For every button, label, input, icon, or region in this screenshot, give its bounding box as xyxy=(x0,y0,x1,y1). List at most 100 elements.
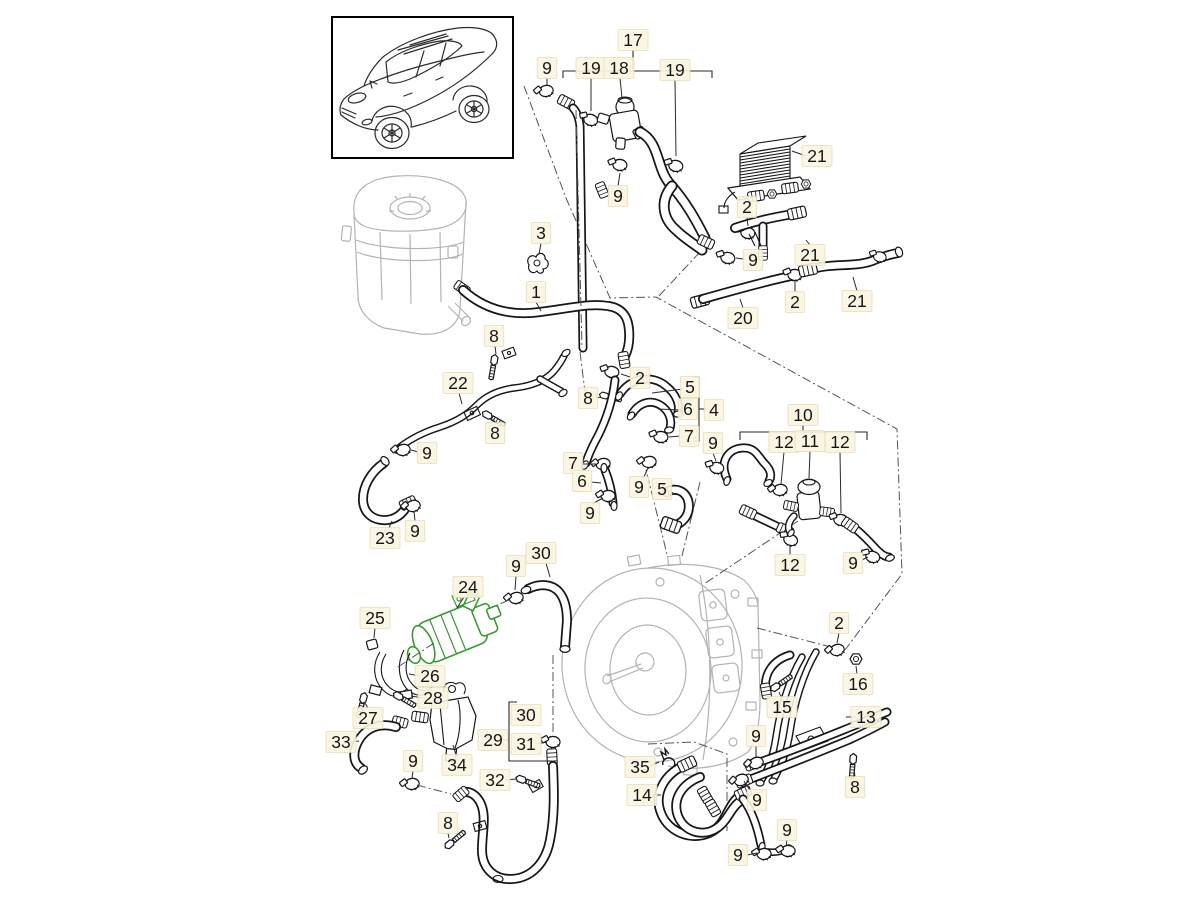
part-number-text: 21 xyxy=(847,291,866,311)
pipe-22-group xyxy=(358,348,571,526)
leader-line-2 xyxy=(836,632,840,644)
part-label-17-0[interactable]: 17 xyxy=(617,29,649,51)
part-label-15-41[interactable]: 15 xyxy=(766,696,798,718)
part-label-6-28[interactable]: 6 xyxy=(571,470,593,492)
leader-line-1 xyxy=(535,301,542,312)
label-highlight-box xyxy=(442,372,474,394)
leader-line-23 xyxy=(388,520,393,529)
part-label-8-17[interactable]: 8 xyxy=(577,387,599,409)
part-label-9-20[interactable]: 9 xyxy=(416,442,438,464)
part-number-text: 28 xyxy=(423,688,442,708)
part-label-35-58[interactable]: 35 xyxy=(624,756,656,778)
part-label-23-21[interactable]: 23 xyxy=(369,527,401,549)
car-thumbnail xyxy=(331,16,514,159)
part-number-text: 21 xyxy=(800,245,819,265)
fitting-nut xyxy=(766,189,778,199)
part-number-text: 5 xyxy=(657,479,667,499)
part-number-text: 5 xyxy=(685,377,695,397)
part-label-9-38[interactable]: 9 xyxy=(842,552,864,574)
part-label-19-4[interactable]: 19 xyxy=(659,59,691,81)
part-label-16-40[interactable]: 16 xyxy=(842,673,874,695)
part-label-9-61[interactable]: 9 xyxy=(746,789,768,811)
part-label-2-16[interactable]: 2 xyxy=(629,367,651,389)
part-label-1-14[interactable]: 1 xyxy=(525,281,547,303)
part-label-9-52[interactable]: 9 xyxy=(402,750,424,772)
part-label-9-8[interactable]: 9 xyxy=(742,249,764,271)
bolt xyxy=(487,353,500,381)
part-label-9-45[interactable]: 9 xyxy=(505,555,527,577)
part-label-29-53[interactable]: 29 xyxy=(477,729,509,751)
part-label-27-49[interactable]: 27 xyxy=(352,707,384,729)
part-label-2-7[interactable]: 2 xyxy=(736,196,758,218)
part-label-19-2[interactable]: 19 xyxy=(575,57,607,79)
part-label-34-51[interactable]: 34 xyxy=(441,754,473,776)
part-label-9-29[interactable]: 9 xyxy=(579,502,601,524)
part-label-21-11[interactable]: 21 xyxy=(841,290,873,312)
hose-connector xyxy=(617,350,631,370)
changeover-valve-18 xyxy=(596,96,647,150)
part-label-3-13[interactable]: 3 xyxy=(530,222,552,244)
part-label-9-62[interactable]: 9 xyxy=(776,819,798,841)
part-label-9-1[interactable]: 9 xyxy=(536,57,558,79)
part-label-32-56[interactable]: 32 xyxy=(479,769,511,791)
part-number-text: 6 xyxy=(577,471,587,491)
part-label-28-48[interactable]: 28 xyxy=(417,687,449,709)
part-label-12-34[interactable]: 12 xyxy=(768,431,800,453)
part-label-8-15[interactable]: 8 xyxy=(483,325,505,347)
part-label-22-18[interactable]: 22 xyxy=(442,372,474,394)
label-highlight-box xyxy=(624,756,656,778)
part-label-4-25[interactable]: 4 xyxy=(703,399,725,421)
part-label-30-46[interactable]: 30 xyxy=(525,542,557,564)
part-label-18-3[interactable]: 18 xyxy=(603,57,635,79)
shutoff-valve-11 xyxy=(782,478,836,538)
label-highlight-box xyxy=(417,687,449,709)
part-label-8-57[interactable]: 8 xyxy=(437,812,459,834)
part-number-text: 11 xyxy=(801,431,819,451)
part-number-text: 2 xyxy=(742,197,752,217)
part-label-8-64[interactable]: 8 xyxy=(844,776,866,798)
part-label-9-60[interactable]: 9 xyxy=(745,725,767,747)
part-label-12-37[interactable]: 12 xyxy=(774,554,806,576)
part-label-9-30[interactable]: 9 xyxy=(628,476,650,498)
leader-line-20 xyxy=(739,298,744,309)
label-highlight-box xyxy=(628,476,650,498)
part-label-30-54[interactable]: 30 xyxy=(510,704,542,726)
part-label-12-36[interactable]: 12 xyxy=(824,431,856,453)
part-number-text: 9 xyxy=(752,790,762,810)
part-label-5-23[interactable]: 5 xyxy=(679,376,701,398)
part-number-text: 27 xyxy=(358,708,377,728)
part-number-text: 1 xyxy=(531,282,541,302)
part-label-13-42[interactable]: 13 xyxy=(850,706,882,728)
part-label-5-31[interactable]: 5 xyxy=(651,478,673,500)
leader-line-30 xyxy=(545,562,551,578)
leader-line-9 xyxy=(712,452,717,462)
part-label-6-24[interactable]: 6 xyxy=(677,398,699,420)
part-label-31-55[interactable]: 31 xyxy=(510,733,542,755)
part-label-26-47[interactable]: 26 xyxy=(414,665,446,687)
part-label-20-12[interactable]: 20 xyxy=(727,307,759,329)
label-highlight-box xyxy=(766,696,798,718)
part-label-14-59[interactable]: 14 xyxy=(626,784,658,806)
leader-line-9 xyxy=(617,172,621,187)
part-number-text: 9 xyxy=(585,503,595,523)
hose-clamp xyxy=(635,453,658,471)
label-highlight-box xyxy=(479,769,511,791)
part-label-21-6[interactable]: 21 xyxy=(801,145,833,167)
part-label-21-9[interactable]: 21 xyxy=(794,244,826,266)
leader-line-11 xyxy=(808,450,811,479)
part-label-2-10[interactable]: 2 xyxy=(784,291,806,313)
part-label-25-43[interactable]: 25 xyxy=(359,607,391,629)
aux-water-pump-24-highlighted[interactable] xyxy=(405,587,508,667)
part-label-9-22[interactable]: 9 xyxy=(404,520,426,542)
part-label-2-39[interactable]: 2 xyxy=(828,612,850,634)
hose-clamp xyxy=(713,248,737,267)
part-label-9-32[interactable]: 9 xyxy=(702,432,724,454)
part-label-10-33[interactable]: 10 xyxy=(787,404,819,426)
part-label-24-44[interactable]: 24 xyxy=(452,576,484,598)
part-label-33-50[interactable]: 33 xyxy=(325,731,357,753)
part-label-11-35[interactable]: 11 xyxy=(794,430,826,452)
part-label-8-19[interactable]: 8 xyxy=(484,422,506,444)
part-label-7-26[interactable]: 7 xyxy=(678,425,700,447)
part-label-9-5[interactable]: 9 xyxy=(607,185,629,207)
part-label-9-63[interactable]: 9 xyxy=(727,844,749,866)
